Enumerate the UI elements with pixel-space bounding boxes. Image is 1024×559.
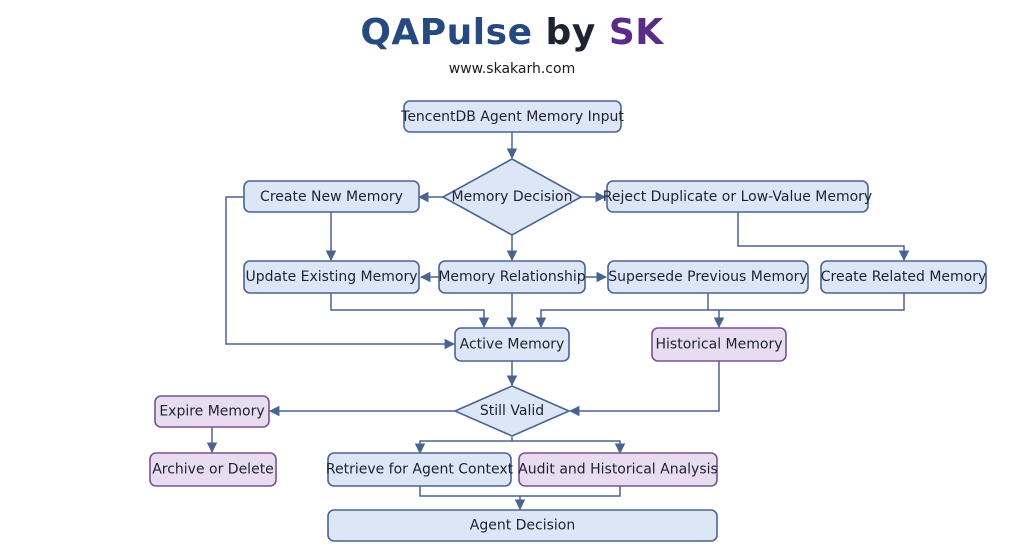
header: QAPulse by SK www.skakarh.com	[0, 0, 1024, 90]
node-archive-label: Archive or Delete	[152, 462, 274, 478]
node-expire: Expire Memory	[154, 395, 270, 428]
node-create-related: Create Related Memory	[820, 260, 987, 294]
edge-create-related-to-active	[708, 293, 905, 311]
node-agent-decision-label: Agent Decision	[470, 518, 576, 534]
node-expire-label: Expire Memory	[159, 404, 264, 420]
edge-reject-to-create-related	[737, 212, 910, 262]
edge-historical-to-still-valid	[568, 361, 720, 417]
node-retrieve-label: Retrieve for Agent Context	[326, 462, 514, 478]
node-input: TencentDB Agent Memory Input	[400, 100, 624, 133]
edge-update-to-active	[330, 293, 490, 329]
node-reject: Reject Duplicate or Low-Value Memory	[603, 180, 872, 213]
node-create-new: Create New Memory	[243, 180, 420, 213]
edge-still-valid-split	[414, 437, 513, 455]
node-audit: Audit and Historical Analysis	[518, 452, 718, 487]
brand-author: SK	[608, 12, 664, 53]
edge-still-valid-to-audit	[512, 440, 626, 455]
node-agent-decision: Agent Decision	[327, 509, 718, 542]
node-reject-label: Reject Duplicate or Low-Value Memory	[603, 189, 872, 205]
node-decision-label: Memory Decision	[452, 189, 573, 205]
node-still-valid: Still Valid	[453, 385, 571, 437]
brand-by: by	[545, 12, 596, 53]
node-archive: Archive or Delete	[149, 452, 277, 487]
node-retrieve: Retrieve for Agent Context	[326, 452, 514, 487]
brand-name: QAPulse	[360, 12, 533, 53]
node-decision: Memory Decision	[441, 158, 583, 236]
node-supersede-label: Supersede Previous Memory	[608, 269, 807, 285]
node-create-related-label: Create Related Memory	[821, 269, 987, 285]
node-create-new-label: Create New Memory	[260, 189, 403, 205]
node-active-label: Active Memory	[460, 337, 565, 353]
node-relationship: Memory Relationship	[438, 260, 586, 294]
edges	[206, 132, 910, 511]
node-input-label: TencentDB Agent Memory Input	[400, 109, 624, 125]
edge-create-new-to-active	[225, 196, 456, 350]
node-supersede: Supersede Previous Memory	[607, 260, 809, 294]
page-title: QAPulse by SK	[0, 12, 1024, 53]
node-update-existing: Update Existing Memory	[243, 260, 420, 294]
node-audit-label: Audit and Historical Analysis	[518, 462, 718, 478]
edge-retrieve-to-agent-decision	[419, 486, 526, 511]
node-active: Active Memory	[454, 327, 570, 362]
edge-audit-to-agent-decision	[520, 486, 621, 497]
website-url: www.skakarh.com	[448, 61, 576, 77]
node-historical: Historical Memory	[651, 327, 787, 362]
node-relationship-label: Memory Relationship	[438, 269, 585, 285]
node-still-valid-label: Still Valid	[480, 403, 544, 419]
node-update-existing-label: Update Existing Memory	[246, 269, 418, 285]
node-historical-label: Historical Memory	[656, 337, 783, 353]
edge-supersede-to-active	[535, 293, 709, 329]
